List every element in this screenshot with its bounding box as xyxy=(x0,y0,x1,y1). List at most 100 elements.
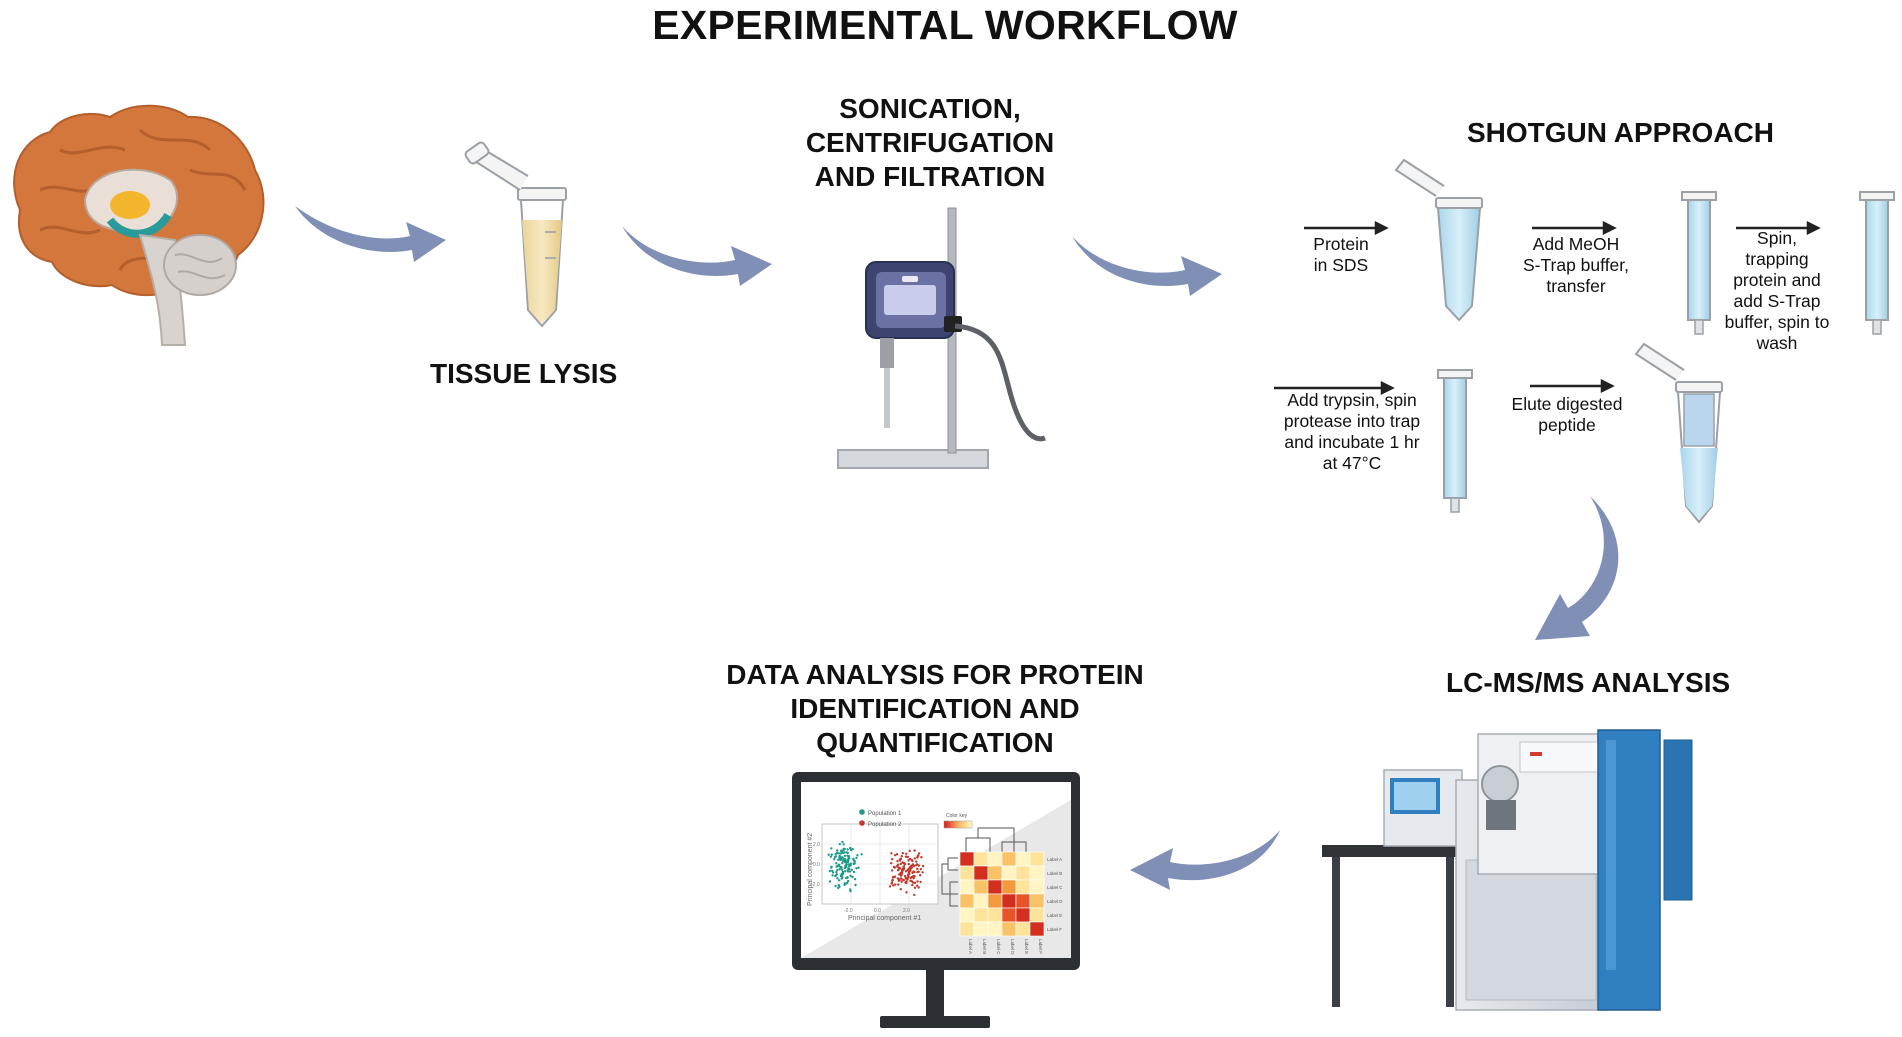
population-1-point xyxy=(846,869,849,872)
population-2-point xyxy=(917,852,921,855)
heatmap-cell xyxy=(987,879,1003,895)
heatmap-row-label: Label D xyxy=(1047,899,1063,904)
heatmap-row-label: Label B xyxy=(1047,871,1062,876)
add-meoh-line-1: Add MeOH xyxy=(1532,234,1620,254)
shotgun-step-arrows xyxy=(1274,220,1821,396)
step-data-analysis: DATA ANALYSIS FOR PROTEIN IDENTIFICATION… xyxy=(720,658,1150,760)
population-1-point xyxy=(856,854,859,857)
population-2-point xyxy=(890,852,893,855)
heatmap-cell xyxy=(959,851,975,867)
spin-trap-line-2: trapping xyxy=(1745,249,1809,269)
population-1-point xyxy=(830,853,833,856)
population-1-point xyxy=(850,868,854,871)
population-1-point xyxy=(830,847,833,850)
legend-population-1: Population 1 xyxy=(868,811,902,817)
population-2-point xyxy=(916,867,919,871)
population-1-point xyxy=(852,857,855,861)
tube-elution xyxy=(1634,342,1723,524)
population-1-point xyxy=(851,847,854,851)
population-2-point xyxy=(896,877,900,880)
plot-xtick-1: 0.0 xyxy=(874,908,881,914)
population-1-point xyxy=(854,883,857,887)
step-sonication: SONICATION, CENTRIFUGATION AND FILTRATIO… xyxy=(800,92,1060,194)
heatmap-cell xyxy=(959,865,975,881)
population-1-point xyxy=(842,857,846,860)
population-1-point xyxy=(835,862,838,865)
population-2-point xyxy=(898,858,901,861)
population-2-point xyxy=(921,864,925,868)
heatmap-cell xyxy=(1015,921,1031,937)
step-lcms: LC-MS/MS ANALYSIS xyxy=(1446,667,1731,698)
population-2-point xyxy=(911,883,914,887)
shotgun-step-spin-trap: Spin, trapping protein and add S-Trap bu… xyxy=(1722,228,1832,354)
heatmap-dendrogram xyxy=(941,827,1027,907)
population-2-point xyxy=(916,856,919,859)
population-1-point xyxy=(835,865,838,868)
population-1-point xyxy=(834,884,837,888)
population-1-point xyxy=(835,851,839,855)
population-1-point xyxy=(845,860,849,863)
population-2-point xyxy=(894,883,897,886)
population-2-point xyxy=(907,862,910,866)
heatmap-row-label: Label F xyxy=(1047,927,1062,932)
population-1-point xyxy=(842,859,845,862)
population-2-point xyxy=(890,862,893,865)
population-2-point xyxy=(896,864,899,868)
heatmap-col-label: Label A xyxy=(968,939,973,954)
diagram-title: EXPERIMENTAL WORKFLOW xyxy=(652,2,1238,48)
population-2-point xyxy=(908,857,912,861)
population-1-point xyxy=(853,878,857,881)
heatmap-cell xyxy=(1029,865,1045,881)
population-1-point xyxy=(843,854,847,857)
population-1-point xyxy=(837,879,841,882)
spin-trap-line-3: protein and xyxy=(1733,270,1821,290)
elute-line-1: Elute digested xyxy=(1511,394,1623,414)
population-1-point xyxy=(837,864,841,867)
population-2-point xyxy=(901,852,904,855)
heatmap-cell xyxy=(1015,907,1031,923)
population-2-point xyxy=(912,875,915,879)
add-meoh-line-3: transfer xyxy=(1546,276,1606,296)
heatmap-cell xyxy=(1001,879,1017,895)
heatmap-cell xyxy=(973,879,989,895)
heatmap-col-label: Label D xyxy=(1010,939,1015,955)
population-2-point xyxy=(917,854,920,857)
population-1-point xyxy=(846,858,850,861)
heatmap-cell xyxy=(1029,893,1045,909)
arrow-lcms-to-data xyxy=(1130,830,1280,890)
tube-protein-sds xyxy=(1394,158,1483,322)
population-1-point xyxy=(836,877,839,880)
population-1-point xyxy=(847,879,850,883)
population-1-point xyxy=(845,882,848,885)
spin-trap-line-6: wash xyxy=(1756,333,1798,353)
population-2-point xyxy=(888,885,892,888)
arrow-shotgun-to-lcms xyxy=(1535,496,1619,640)
heatmap-cells xyxy=(959,851,1045,937)
population-1-point xyxy=(842,848,845,852)
heatmap-cell xyxy=(959,907,975,923)
heatmap-cell xyxy=(973,865,989,881)
population-1-point xyxy=(841,861,844,865)
population-2-point xyxy=(906,868,909,872)
population-1-point xyxy=(841,868,844,871)
protein-sds-line-1: Protein xyxy=(1313,234,1369,254)
heatmap-cell xyxy=(973,851,989,867)
population-1-point xyxy=(851,875,854,879)
add-trypsin-line-3: and incubate 1 hr xyxy=(1284,432,1420,452)
protein-sds-line-2: in SDS xyxy=(1313,255,1369,275)
heatmap-col-label: Label F xyxy=(1038,939,1043,954)
population-1-point xyxy=(838,843,841,846)
shotgun-step-add-trypsin: Add trypsin, spin protease into trap and… xyxy=(1272,390,1432,474)
heatmap-cell xyxy=(959,893,975,909)
population-1-point xyxy=(853,862,856,865)
population-2-point xyxy=(890,882,893,885)
population-1-point xyxy=(833,856,836,859)
population-2-point xyxy=(897,883,900,886)
population-2-point xyxy=(902,865,905,868)
population-1-point xyxy=(843,883,846,887)
heatmap-row-label: Label C xyxy=(1047,885,1063,890)
population-1-point xyxy=(836,868,839,872)
population-2-point xyxy=(896,869,900,872)
population-2-point xyxy=(916,871,919,874)
